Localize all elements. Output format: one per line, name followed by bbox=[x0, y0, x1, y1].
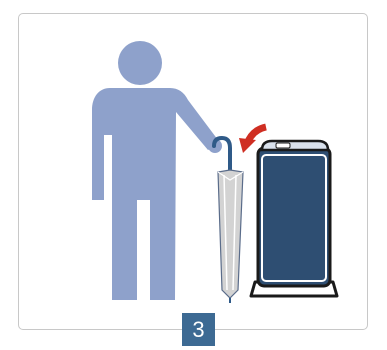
umbrella-stand-bin-icon bbox=[251, 141, 337, 296]
person-icon bbox=[92, 41, 222, 300]
step-number-badge: 3 bbox=[182, 313, 215, 346]
closed-umbrella-icon bbox=[214, 138, 243, 303]
